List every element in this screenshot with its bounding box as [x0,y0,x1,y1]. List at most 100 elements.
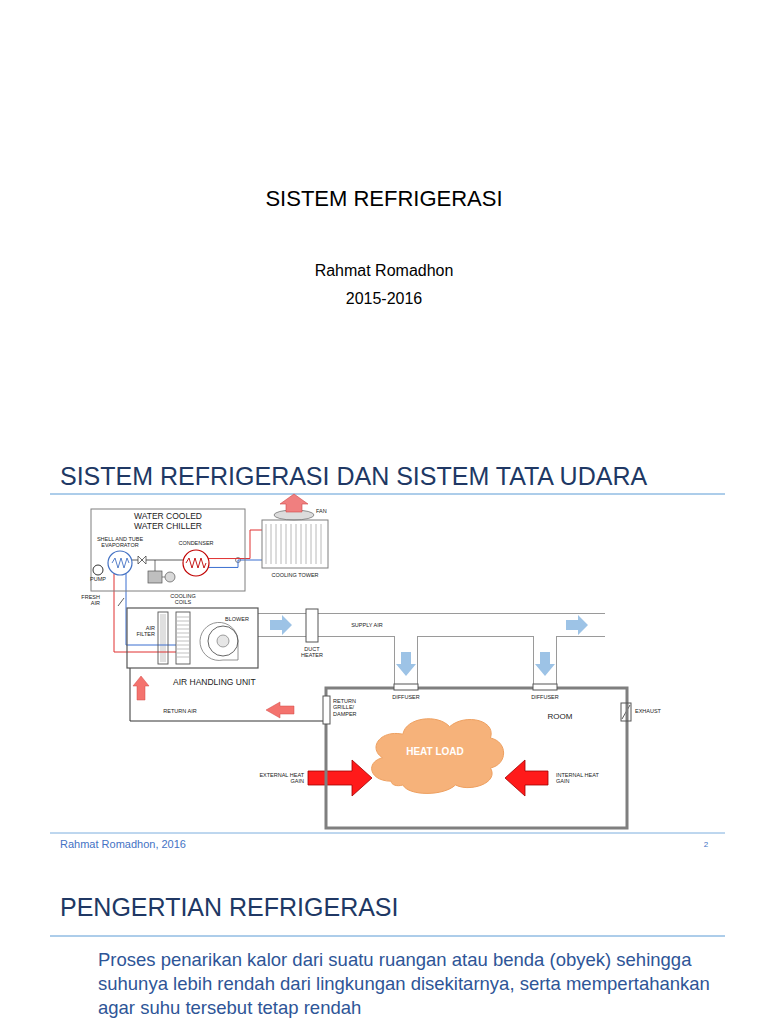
fin-stroke [321,524,322,564]
shaft [162,577,165,578]
outline [127,608,258,668]
air-duct [258,613,306,637]
blower-housing [200,622,238,660]
body-text: Proses penarikan kalor dari suatu ruanga… [98,948,718,1020]
blower-wheel [217,635,229,647]
coil-stroke [177,625,189,626]
air-filter-outline [158,612,168,664]
title-rule [50,494,725,495]
exhaust-damper: EXHAUST [621,703,631,721]
part-label: SHELL AND TUBE EVAPORATOR [92,536,148,549]
fin-stroke [266,524,267,564]
year-range: 2015-2016 [234,290,534,308]
part-label: COOLING COILS [167,593,199,606]
fin-stroke [286,524,287,564]
diffuser: DIFFUSER [394,684,418,690]
blower: BLOWER [208,626,238,656]
part-label: FRESH AIR [76,594,100,607]
part-label: AIR HANDLING UNIT [173,678,283,688]
outline [93,565,103,575]
part-label: AIR FILTER [133,625,155,638]
cooling-tower-outline [262,520,328,568]
pump: PUMP [93,565,103,575]
heat-load-cloud: HEAT LOAD [362,706,508,800]
evaporator: SHELL AND TUBE EVAPORATOR [108,551,132,575]
refrigerant-line [155,560,156,571]
filter-media [161,614,165,662]
outline [108,551,132,575]
exhaust-damper-outline [621,703,631,721]
outline [323,696,330,724]
coil-stroke [177,645,189,646]
duct-interior [318,625,545,684]
outline [621,703,631,721]
outline [176,612,190,664]
author-name: Rahmat Romadhon [234,262,534,280]
coil-stroke [177,621,189,622]
filter-stroke [163,614,164,662]
part-label: DIFFUSER [523,694,567,700]
blower-outline [208,626,238,656]
slide-title: PENGERTIAN REFRIGERASI [60,893,730,922]
water-pipe [208,530,262,559]
outline [208,626,238,656]
filter-stroke [165,614,166,662]
part-label: DIFFUSER [384,694,428,700]
motor-symbol [165,572,175,582]
cooling-coil: COOLING COILS [176,612,190,664]
flow-label: RETURN AIR [158,708,202,714]
return-air-arrow [133,676,149,700]
return-air-arrow [266,702,294,718]
chiller-housing: SHELL AND TUBE EVAPORATOR CONDENSER PUMP WA… [91,509,245,591]
tower-fins [266,524,321,564]
part-label: CONDENSER [171,540,221,546]
air-out-arrow [280,494,308,512]
fin-stroke [311,524,312,564]
heat-gain-arrow [505,760,548,796]
diffuser-outline [533,684,557,690]
water-pipe [208,560,262,567]
part-label: WATER COOLED WATER CHILLER [128,512,208,532]
title-rule [50,936,725,937]
water-pipe [114,573,176,652]
part-label: BLOWER [222,616,252,622]
evaporator-outline [108,551,132,575]
part-label: RETURN GRILLE/ DAMPER [333,698,363,717]
diffuser: DIFFUSER [533,684,557,690]
fin-stroke [271,524,272,564]
duct-interior [545,614,606,636]
heat-gain-label: EXTERNAL HEAT GAIN [252,772,304,785]
coil-stroke [177,649,189,650]
outline [158,612,168,664]
duct-extension [545,613,605,637]
return-air-line [130,668,323,721]
part-label: COOLING TOWER [252,572,338,578]
fin-stroke [296,524,297,564]
condenser-coil [186,558,206,568]
filter-stroke [161,614,162,662]
footer-rule [50,833,725,834]
fin-stroke [281,524,282,564]
coil-stroke [177,633,189,634]
heat-gain-arrow [308,760,372,796]
air-filter: AIR FILTER [158,612,168,664]
evaporator-coil [112,558,129,568]
outline [394,684,418,690]
footer-text: Rahmat Romadhon, 2016 [60,838,300,851]
fin-stroke [276,524,277,564]
coil-stroke [177,657,189,658]
fresh-air-damper [118,598,124,606]
coil-stroke [177,617,189,618]
air-duct [318,625,545,684]
coil-stroke [177,653,189,654]
cooling-tower: COOLING TOWER [262,520,328,568]
pump-outline [93,565,103,575]
outline [183,550,209,576]
part-label: HEAT LOAD [362,746,508,758]
airflow-arrow [270,615,292,635]
part-label: DUCT HEATER [295,646,329,659]
fin-stroke [301,524,302,564]
